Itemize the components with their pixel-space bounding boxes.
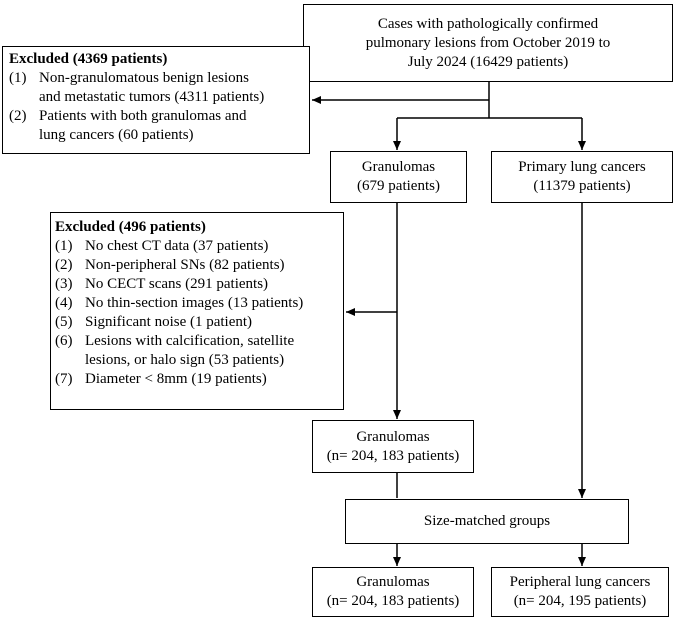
- peripheral-lung-cancers-box: Peripheral lung cancers (n= 204, 195 pat…: [491, 567, 669, 617]
- source-cases-box: Cases with pathologically confirmed pulm…: [303, 4, 673, 82]
- item-number: (2): [9, 108, 27, 124]
- item-number: (3): [55, 276, 73, 292]
- exclusion-item: (1) No chest CT data (37 patients): [55, 237, 339, 256]
- item-text: lesions, or halo sign (53 patients): [85, 352, 285, 368]
- item-number: (6): [55, 333, 73, 349]
- source-line: Cases with pathologically confirmed: [377, 15, 599, 32]
- source-line: pulmonary lesions from October 2019 to: [365, 34, 611, 51]
- item-text: No chest CT data (37 patients): [85, 238, 269, 254]
- exclusion-item: (1) Non-granulomatous benign lesions and…: [9, 69, 303, 107]
- item-number: (2): [55, 257, 73, 273]
- primary-lung-cancers-box: Primary lung cancers (11379 patients): [491, 151, 673, 203]
- exclusion-item: (3) No CECT scans (291 patients): [55, 275, 339, 294]
- item-text: and metastatic tumors (4311 patients): [39, 89, 265, 105]
- granulomas-box-204-middle: Granulomas (n= 204, 183 patients): [312, 420, 474, 473]
- box-line: Peripheral lung cancers: [509, 574, 651, 590]
- item-number: (7): [55, 371, 73, 387]
- item-number: (1): [9, 70, 27, 86]
- item-text: Lesions with calcification, satellite: [85, 333, 295, 349]
- box-line: Granulomas: [356, 574, 430, 590]
- item-text: Non-peripheral SNs (82 patients): [85, 257, 285, 273]
- size-matched-groups-box: Size-matched groups: [345, 499, 629, 544]
- exclusion-item: (5) Significant noise (1 patient): [55, 313, 339, 332]
- granulomas-box-204-final: Granulomas (n= 204, 183 patients): [312, 567, 474, 617]
- exclusion-item: (6) Lesions with calcification, satellit…: [55, 332, 339, 370]
- box-line: (n= 204, 183 patients): [326, 447, 460, 464]
- source-line: July 2024 (16429 patients): [407, 53, 569, 70]
- item-text: Diameter < 8mm (19 patients): [85, 371, 267, 387]
- box-line: Granulomas: [361, 159, 436, 175]
- box-line: Granulomas: [356, 428, 430, 445]
- box-line: Primary lung cancers: [518, 159, 646, 175]
- item-text: Non-granulomatous benign lesions: [39, 70, 249, 86]
- excluded-box-2: Excluded (496 patients) (1) No chest CT …: [50, 212, 344, 410]
- item-number: (5): [55, 314, 73, 330]
- box-line: (11379 patients): [533, 178, 631, 194]
- item-text: Significant noise (1 patient): [85, 314, 253, 330]
- excluded-box-1: Excluded (4369 patients) (1) Non-granulo…: [2, 46, 310, 154]
- excluded-title: Excluded (496 patients): [55, 219, 206, 235]
- item-number: (4): [55, 295, 73, 311]
- exclusion-item: (2) Patients with both granulomas and lu…: [9, 107, 303, 145]
- item-text: No CECT scans (291 patients): [85, 276, 269, 292]
- item-text: lung cancers (60 patients): [39, 127, 194, 143]
- exclusion-item: (2) Non-peripheral SNs (82 patients): [55, 256, 339, 275]
- exclusion-item: (7) Diameter < 8mm (19 patients): [55, 370, 339, 389]
- item-number: (1): [55, 238, 73, 254]
- item-text: Patients with both granulomas and: [39, 108, 247, 124]
- box-line: Size-matched groups: [423, 513, 551, 529]
- box-line: (679 patients): [357, 178, 440, 194]
- box-line: (n= 204, 183 patients): [326, 593, 460, 609]
- item-text: No thin-section images (13 patients): [85, 295, 304, 311]
- box-line: (n= 204, 195 patients): [513, 593, 647, 609]
- excluded-title: Excluded (4369 patients): [9, 51, 168, 67]
- exclusion-item: (4) No thin-section images (13 patients): [55, 294, 339, 313]
- granulomas-box-679: Granulomas (679 patients): [330, 151, 467, 203]
